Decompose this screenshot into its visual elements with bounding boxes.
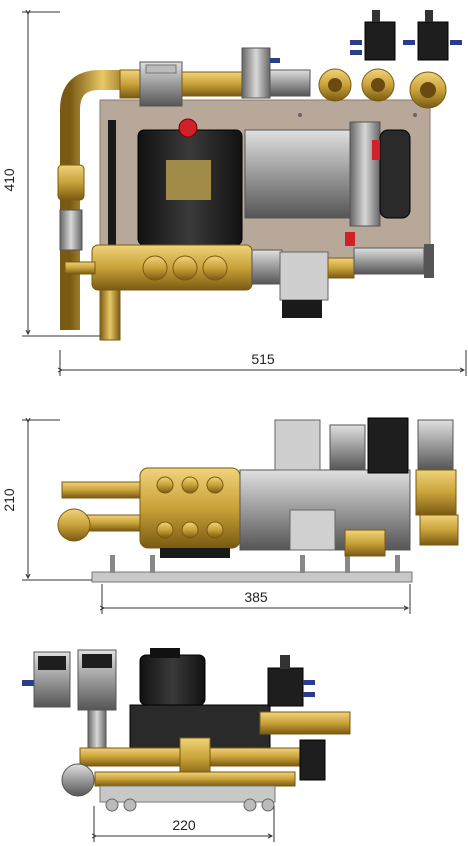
valve-fittings bbox=[318, 68, 447, 109]
oil-cap bbox=[178, 118, 198, 138]
solenoid-valve bbox=[267, 667, 304, 707]
pump-body bbox=[91, 244, 253, 291]
side-view: 210 385 bbox=[1, 417, 459, 614]
dimension-label: 515 bbox=[251, 351, 275, 367]
dimension-height bbox=[22, 420, 92, 581]
dimension-width bbox=[102, 584, 411, 614]
base-rail bbox=[99, 785, 276, 803]
dimension-label: 210 bbox=[1, 488, 17, 512]
end-view: 220 bbox=[22, 648, 351, 842]
motor bbox=[244, 129, 351, 219]
base-rail bbox=[91, 571, 413, 583]
solenoid-valve bbox=[364, 21, 396, 61]
dimension-label: 410 bbox=[1, 168, 17, 192]
left-pipe bbox=[60, 70, 135, 330]
pump-head bbox=[139, 654, 206, 706]
solenoid-valve bbox=[367, 417, 409, 474]
dimension-height bbox=[22, 12, 100, 337]
dimension-label: 385 bbox=[244, 589, 268, 605]
dimension-width bbox=[94, 806, 275, 842]
dimension-label: 220 bbox=[172, 817, 196, 833]
solenoid-valve bbox=[417, 21, 449, 61]
top-view: 410 515 bbox=[1, 10, 467, 376]
regulator-block bbox=[279, 251, 329, 301]
dimension-width bbox=[60, 350, 467, 376]
